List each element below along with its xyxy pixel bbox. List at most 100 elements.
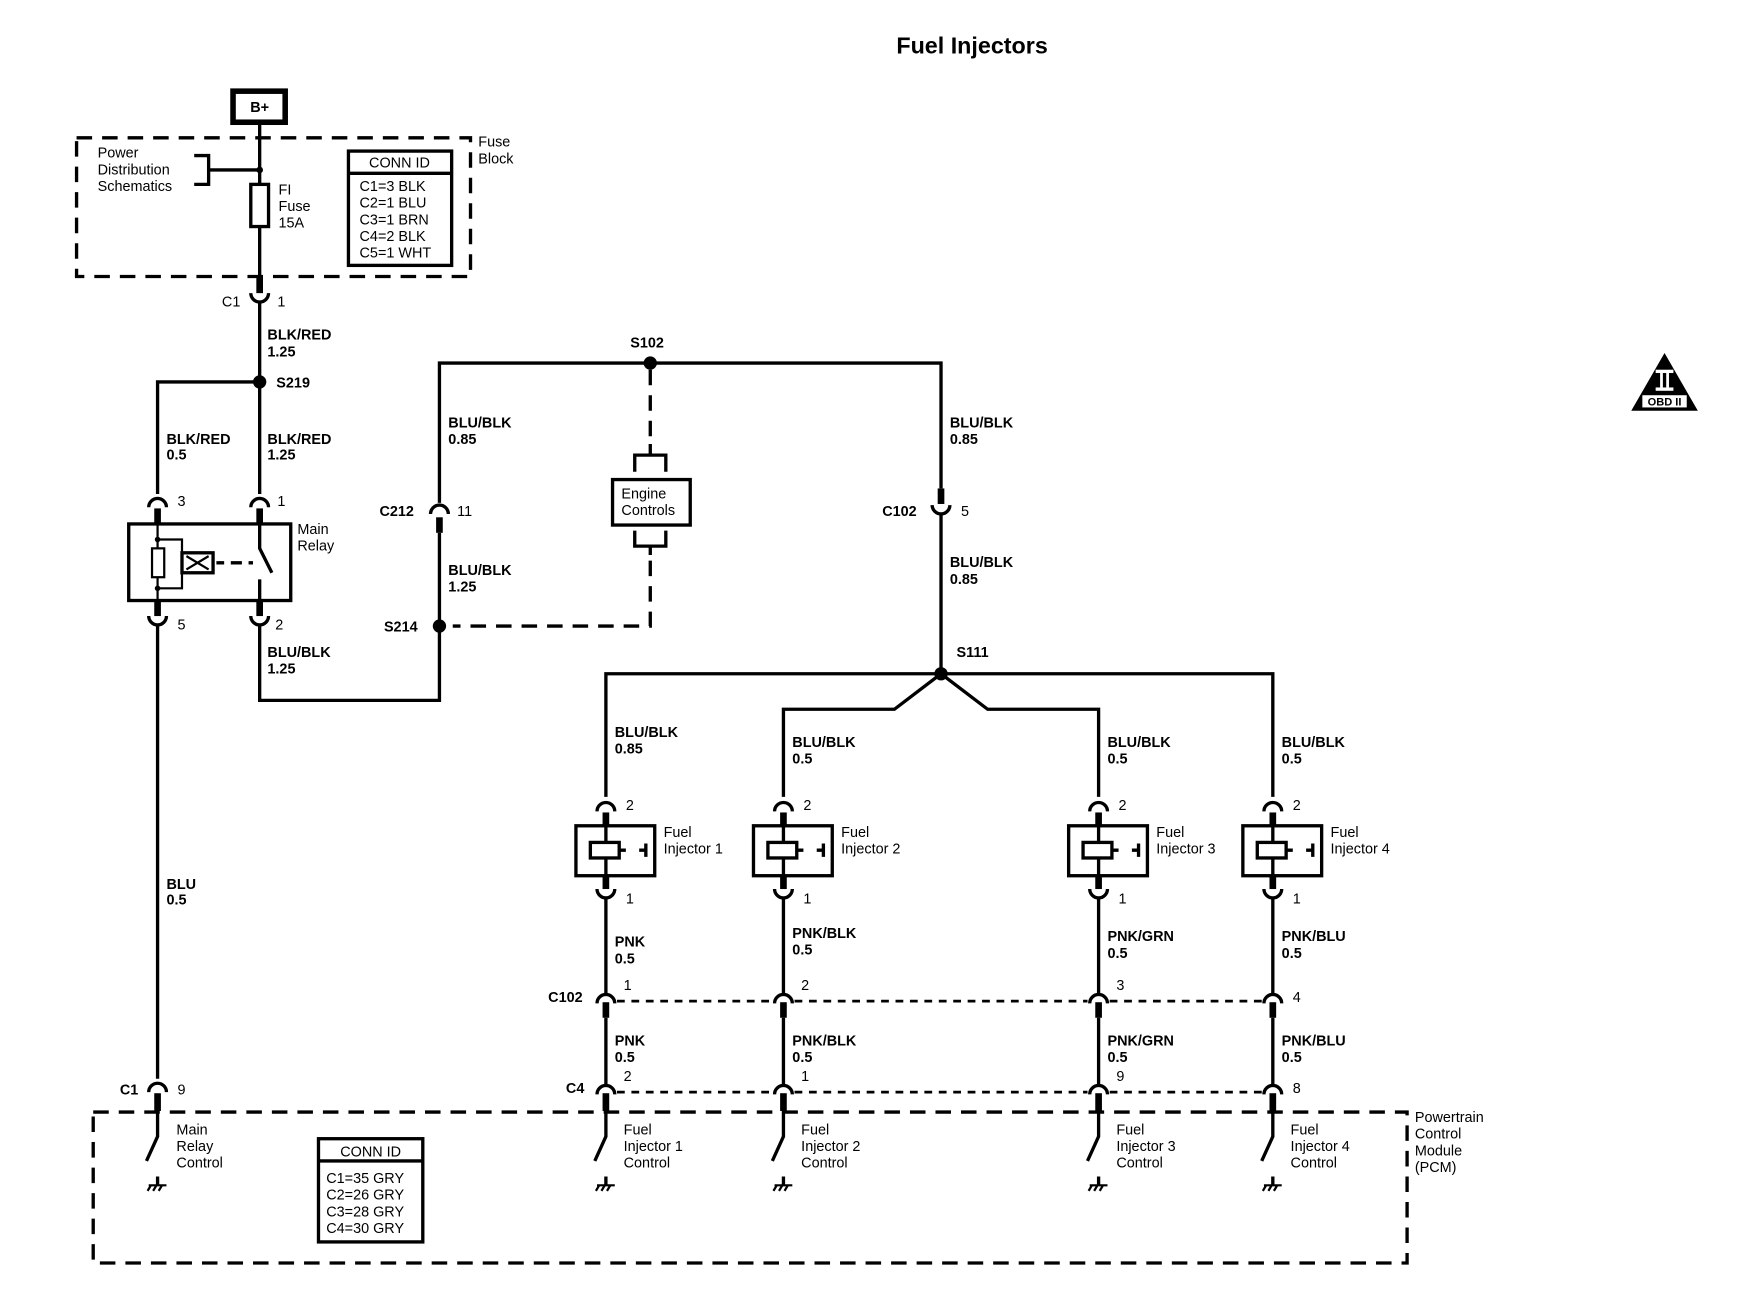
- b-plus-label: B+: [250, 100, 269, 116]
- power-dist-label-1: Power: [98, 146, 139, 162]
- fuel-injector-1: [574, 800, 657, 1192]
- wire-label: BLU/BLK: [950, 415, 1014, 431]
- pin-label: 2: [1119, 798, 1127, 814]
- wire-label: 0.5: [792, 943, 812, 959]
- wire-label: PNK/GRN: [1107, 929, 1173, 945]
- wire-label: 0.85: [615, 742, 643, 758]
- wire-label: BLU/BLK: [267, 645, 331, 661]
- wire-label: 0.5: [1107, 946, 1127, 962]
- pin-label: 9: [1116, 1069, 1124, 1085]
- wire-label: 1.25: [267, 344, 295, 360]
- splice-label: S219: [276, 375, 310, 391]
- wire-label: PNK/BLK: [792, 926, 857, 942]
- pin-label: 1: [801, 1069, 809, 1085]
- injector-label: Injector 4: [1331, 842, 1390, 858]
- relay-label: Main: [297, 522, 328, 538]
- wire-label: BLU/BLK: [950, 555, 1014, 571]
- splice-s214: [432, 619, 447, 633]
- conn-id-row: C4=2 BLK: [360, 229, 426, 245]
- wire-label: 0.5: [1107, 752, 1127, 768]
- wire-label: PNK: [615, 935, 646, 951]
- injector-control-label: Injector 1: [624, 1139, 683, 1155]
- connector-label: C102: [882, 504, 916, 520]
- diagram-title: Fuel Injectors: [896, 32, 1047, 58]
- injector-control-label: Control: [1291, 1156, 1337, 1172]
- injector-label: Injector 1: [664, 842, 723, 858]
- pin-label: 3: [178, 494, 186, 510]
- pin-label: 1: [626, 891, 634, 907]
- wire-label: 0.85: [950, 432, 978, 448]
- wire-label: 0.5: [1282, 752, 1302, 768]
- injector-control-label: Fuel: [801, 1122, 829, 1138]
- wire-label: BLK/RED: [267, 328, 331, 344]
- fi-fuse-symbol: [249, 182, 271, 229]
- engine-controls-label: Controls: [621, 503, 675, 519]
- wire-label: 0.5: [1282, 946, 1302, 962]
- connector-c212: C212 11: [380, 503, 472, 533]
- wire-label: 1.25: [267, 448, 295, 464]
- conn-id-header: CONN ID: [340, 1144, 401, 1160]
- conn-id-row: C3=1 BRN: [360, 212, 429, 228]
- wire-label: 0.5: [615, 1050, 635, 1066]
- wire-label: BLK/RED: [267, 432, 331, 448]
- pin-label: 2: [1293, 798, 1301, 814]
- wire-label: 0.5: [792, 752, 812, 768]
- power-dist-label-2: Distribution: [98, 162, 170, 178]
- fuse-block: Fuse Block Power Distribution Schematics…: [74, 135, 514, 279]
- connector-label: C102: [548, 990, 582, 1006]
- splice-label: S214: [384, 620, 418, 636]
- conn-id-row: C1=35 GRY: [326, 1171, 404, 1187]
- injector-control-label: Fuel: [1291, 1122, 1319, 1138]
- pin-label: 5: [178, 617, 186, 633]
- pin-label: 1: [277, 294, 285, 310]
- main-relay-control-label: Relay: [176, 1139, 214, 1155]
- splice-label: S102: [630, 336, 664, 352]
- wire-label: 0.5: [1282, 1050, 1302, 1066]
- pin-label: 2: [801, 978, 809, 994]
- wire-label: PNK/BLU: [1282, 1034, 1346, 1050]
- connector-label: C1: [120, 1082, 138, 1098]
- conn-id-row: C3=28 GRY: [326, 1204, 404, 1220]
- wire-label: BLU/BLK: [615, 725, 679, 741]
- wire-label: PNK/GRN: [1107, 1034, 1173, 1050]
- pin-label: 1: [277, 494, 285, 510]
- pcm-label: (PCM): [1415, 1160, 1457, 1176]
- injector-control-label: Control: [1116, 1156, 1162, 1172]
- connector-label: C1: [222, 294, 240, 310]
- fuse-label-1: FI: [279, 182, 292, 198]
- pin-label: 2: [624, 1069, 632, 1085]
- fuse-block-conn-id-table: CONN ID C1=3 BLK C2=1 BLU C3=1 BRN C4=2 …: [346, 149, 454, 268]
- wire-label: 0.5: [1107, 1050, 1127, 1066]
- connector-c102-top: C102 5: [882, 488, 969, 520]
- injector-label: Injector 2: [841, 842, 900, 858]
- wire-label: 0.5: [166, 448, 186, 464]
- conn-id-row: C5=1 WHT: [360, 246, 432, 262]
- injector-label: Fuel: [1156, 825, 1184, 841]
- pcm-label: Powertrain: [1415, 1110, 1484, 1126]
- injector-label: Fuel: [664, 825, 692, 841]
- pin-label: 3: [1116, 978, 1124, 994]
- pin-label: 5: [961, 504, 969, 520]
- wire-label: 1.25: [267, 662, 295, 678]
- obd-label: OBD II: [1648, 397, 1682, 409]
- main-relay-control-label: Main: [176, 1122, 207, 1138]
- fuel-injector-2: [751, 800, 834, 1192]
- conn-id-row: C2=26 GRY: [326, 1188, 404, 1204]
- pin-label: 4: [1293, 990, 1301, 1006]
- connector-label: C4: [566, 1081, 584, 1097]
- fuel-injector-4: [1241, 800, 1324, 1192]
- wire-label: BLU/BLK: [1282, 735, 1346, 751]
- injector-control-label: Control: [801, 1156, 847, 1172]
- pin-label: 2: [275, 617, 283, 633]
- wire-label: 0.5: [792, 1050, 812, 1066]
- wire-label: BLU/BLK: [448, 415, 512, 431]
- fuse-label-2: Fuse: [279, 199, 311, 215]
- wire-label: 0.5: [615, 951, 635, 967]
- wire-label: BLU/BLK: [792, 735, 856, 751]
- splice-label: S111: [957, 645, 989, 661]
- wire-label: PNK/BLU: [1282, 929, 1346, 945]
- connector-c1-bottom: C1 9: [120, 1081, 186, 1111]
- pin-label: 1: [1293, 891, 1301, 907]
- injector-control-label: Injector 4: [1291, 1139, 1350, 1155]
- pin-label: 1: [803, 891, 811, 907]
